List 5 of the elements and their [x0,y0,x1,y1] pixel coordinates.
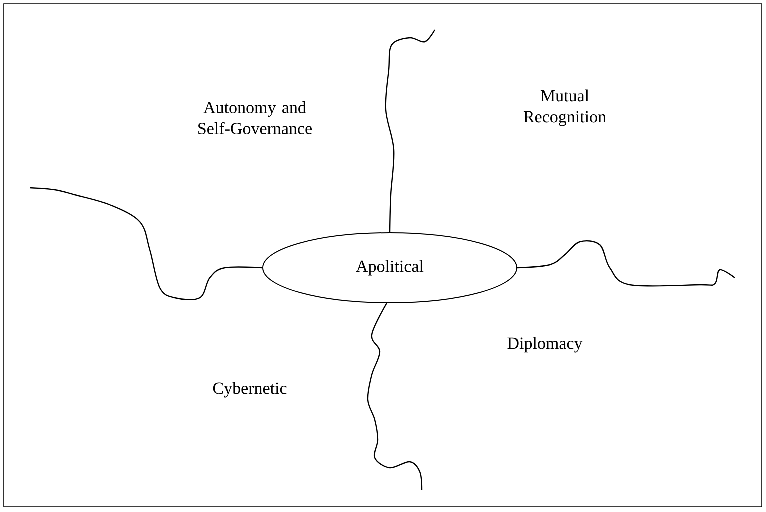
region-label: Cybernetic [213,382,287,398]
region-label: Autonomy and Self-Governance [198,102,312,134]
region-label: Mutual Recognition [524,90,606,126]
region-label: Diplomacy [508,337,583,353]
ellipse-node: Apolitical [262,232,518,304]
